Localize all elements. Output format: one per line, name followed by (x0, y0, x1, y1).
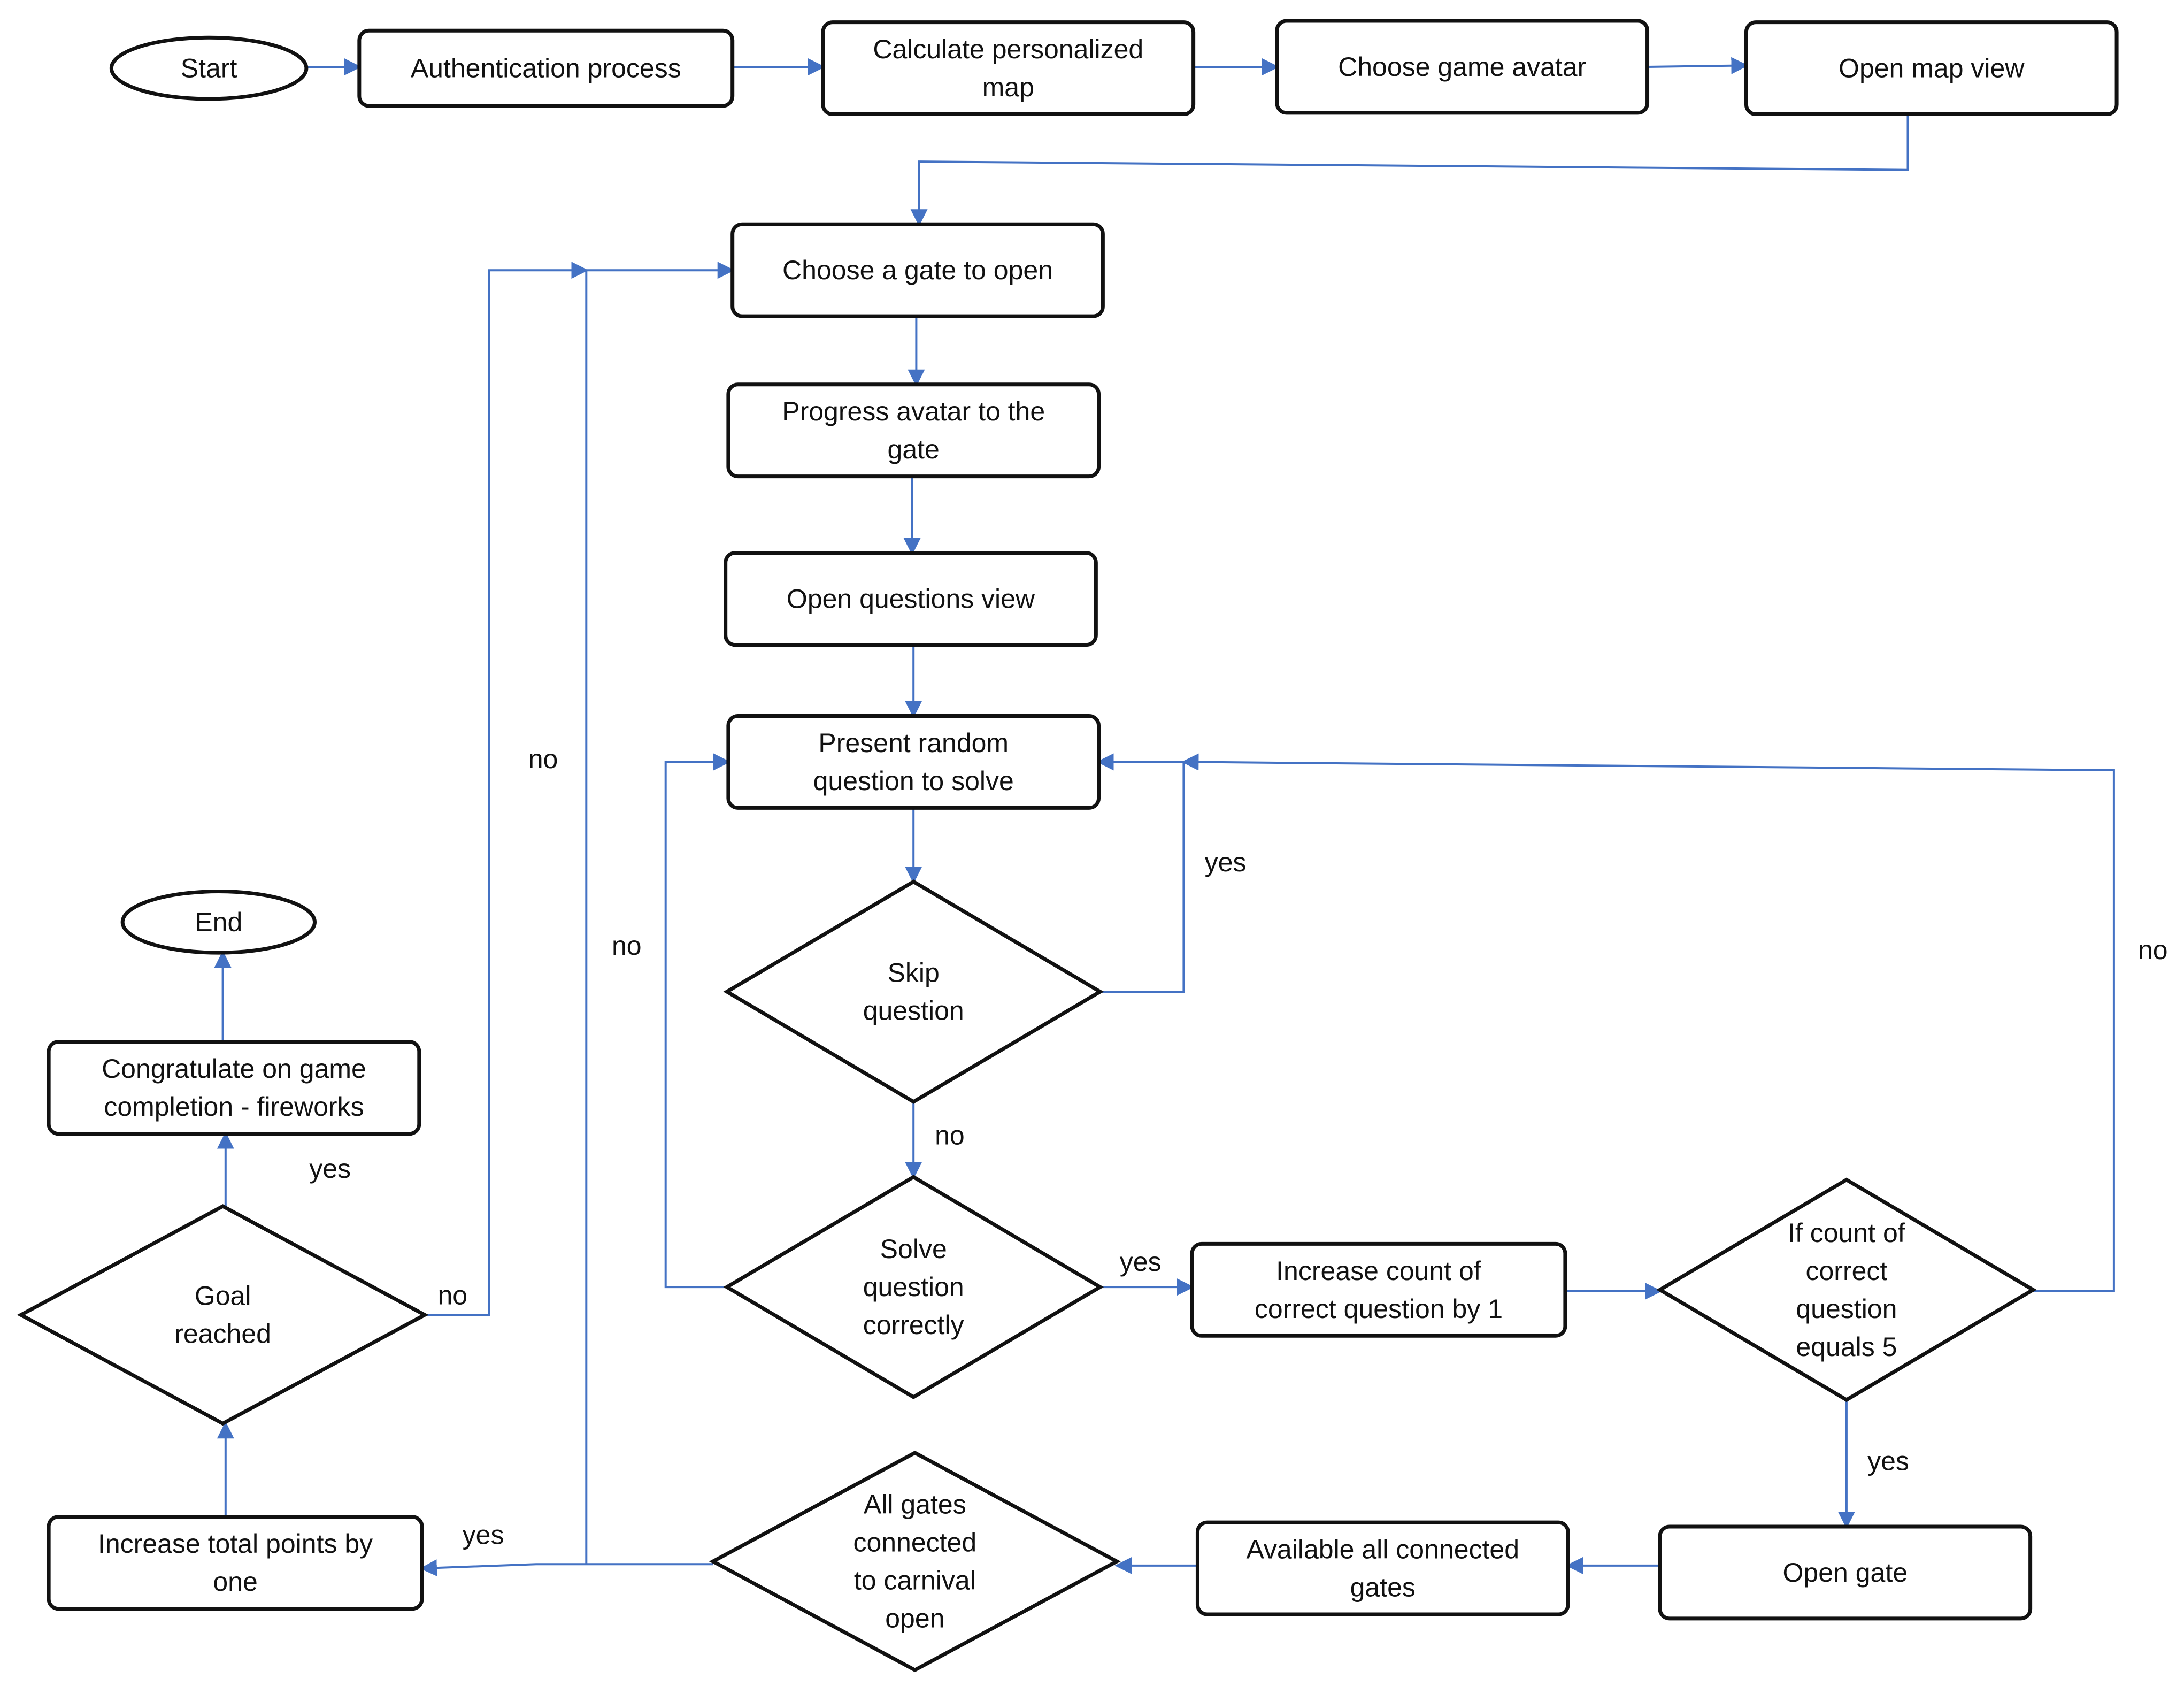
node-start: Start (109, 35, 309, 101)
node-label-line: Available all connected (1246, 1535, 1519, 1565)
connector-arrow-12 (664, 753, 730, 1289)
process-box (47, 1040, 421, 1136)
node-congratulate: Congratulate on game completion - firewor… (47, 1040, 421, 1136)
edge-label-count-no: no (2138, 935, 2168, 965)
process-box (357, 28, 735, 108)
edge-label-all-gates-yes: yes (463, 1520, 504, 1550)
terminal-ellipse (109, 35, 309, 101)
process-box (47, 1515, 424, 1611)
node-label-line: End (195, 907, 242, 937)
node-label-line: gate (888, 434, 940, 464)
node-label-line: to carnival (854, 1566, 976, 1596)
process-box (1190, 1241, 1567, 1338)
node-authentication: Authentication process (357, 28, 735, 108)
node-label-line: correctly (863, 1310, 964, 1340)
edge-label-goal-yes: yes (309, 1154, 351, 1184)
edge-label-skip-no: no (935, 1120, 965, 1150)
node-label-line: Present random (818, 728, 1009, 758)
edge-label-solve-no: no (612, 931, 642, 961)
edge-label-goal-no: no (437, 1281, 467, 1311)
node-count-equals-5: If count of correct question equals 5 (1656, 1177, 2037, 1403)
node-increase-count: Increase count of correct question by 1 (1190, 1241, 1567, 1338)
connector-arrow-11 (1096, 753, 1185, 993)
decision-diamond (709, 1451, 1121, 1673)
connector-arrow-4 (1647, 57, 1749, 74)
node-label-line: Start (181, 53, 237, 83)
node-increase-points: Increase total points by one (47, 1515, 424, 1611)
edge-label-count-yes: yes (1867, 1446, 1909, 1476)
node-goal-reached: Goal reached (17, 1204, 429, 1426)
node-label-line: correct question by 1 (1255, 1294, 1503, 1324)
decision-diamond (1656, 1177, 2037, 1403)
decision-diamond (723, 1175, 1104, 1399)
connector-arrow-19 (420, 1559, 713, 1577)
node-label-line: If count of (1788, 1218, 1905, 1248)
node-label-line: open (885, 1604, 944, 1634)
node-label-line: Increase total points by (98, 1529, 373, 1559)
edge-labels-layer: yes no yes no yes no yes no yes no (309, 744, 2167, 1550)
process-box (730, 222, 1105, 318)
node-open-gate: Open gate (1658, 1524, 2033, 1621)
node-label-line: Progress avatar to the (782, 396, 1045, 426)
connector-arrow-20 (585, 262, 735, 1565)
node-label-line: Congratulate on game (102, 1054, 366, 1084)
process-box (1658, 1524, 2033, 1621)
node-label-line: map (982, 72, 1034, 102)
node-label-line: Choose a gate to open (782, 255, 1053, 285)
node-all-gates-open: All gates connected to carnival open (709, 1451, 1121, 1673)
node-available-gates: Available all connected gates (1195, 1520, 1570, 1616)
node-label-line: connected (853, 1528, 976, 1558)
node-label-line: correct (1805, 1256, 1887, 1286)
node-label-line: Open map view (1839, 53, 2025, 83)
edge-label-all-gates-no: no (528, 744, 558, 774)
node-present-question: Present random question to solve (726, 714, 1101, 810)
node-label-line: Calculate personalized (873, 34, 1143, 64)
process-box (726, 382, 1101, 479)
edges-layer (214, 57, 2115, 1577)
node-choose-gate: Choose a gate to open (730, 222, 1105, 318)
node-calculate-map: Calculate personalized map (821, 20, 1196, 117)
process-box (726, 714, 1101, 810)
node-label-line: Authentication process (411, 53, 681, 83)
process-box (1195, 1520, 1570, 1616)
decision-diamond (17, 1204, 429, 1426)
node-label-line: completion - fireworks (104, 1092, 364, 1122)
process-box (821, 20, 1196, 117)
node-open-map: Open map view (1744, 20, 2119, 117)
edge-label-solve-yes: yes (1120, 1247, 1162, 1277)
node-progress-avatar: Progress avatar to the gate (726, 382, 1101, 479)
node-solve-question: Solve question correctly (723, 1175, 1104, 1399)
process-box (1744, 20, 2119, 117)
connector-arrow-5 (910, 114, 1909, 227)
node-label-line: Choose game avatar (1338, 52, 1586, 82)
node-label-line: reached (174, 1319, 271, 1349)
node-end: End (120, 890, 317, 955)
node-label-line: question (863, 996, 964, 1026)
decision-diamond (723, 879, 1104, 1104)
connector-arrow-15 (1181, 753, 2115, 1292)
node-label-line: Open gate (1783, 1558, 1908, 1588)
nodes-layer: Start Authentication process Calculate per… (17, 19, 2119, 1673)
node-label-line: question (1796, 1294, 1897, 1324)
node-label-line: equals 5 (1796, 1332, 1897, 1362)
process-box (1275, 19, 1650, 115)
node-skip-question: Skip question (723, 879, 1104, 1104)
node-choose-avatar: Choose game avatar (1275, 19, 1650, 115)
terminal-ellipse (120, 890, 317, 955)
node-label-line: Increase count of (1276, 1256, 1481, 1286)
node-label-line: Open questions view (787, 584, 1035, 614)
connector-arrow-23 (425, 262, 589, 1316)
node-label-line: gates (1350, 1573, 1416, 1603)
node-label-line: Solve (880, 1234, 947, 1264)
node-label-line: question (863, 1272, 964, 1302)
process-box (724, 551, 1098, 647)
node-label-line: Skip (888, 958, 940, 988)
node-label-line: question to solve (813, 766, 1014, 796)
node-label-line: one (213, 1567, 257, 1597)
node-label-line: All gates (864, 1490, 966, 1520)
node-open-questions: Open questions view (724, 551, 1098, 647)
edge-label-skip-yes: yes (1205, 847, 1247, 877)
node-label-line: Goal (195, 1281, 251, 1311)
